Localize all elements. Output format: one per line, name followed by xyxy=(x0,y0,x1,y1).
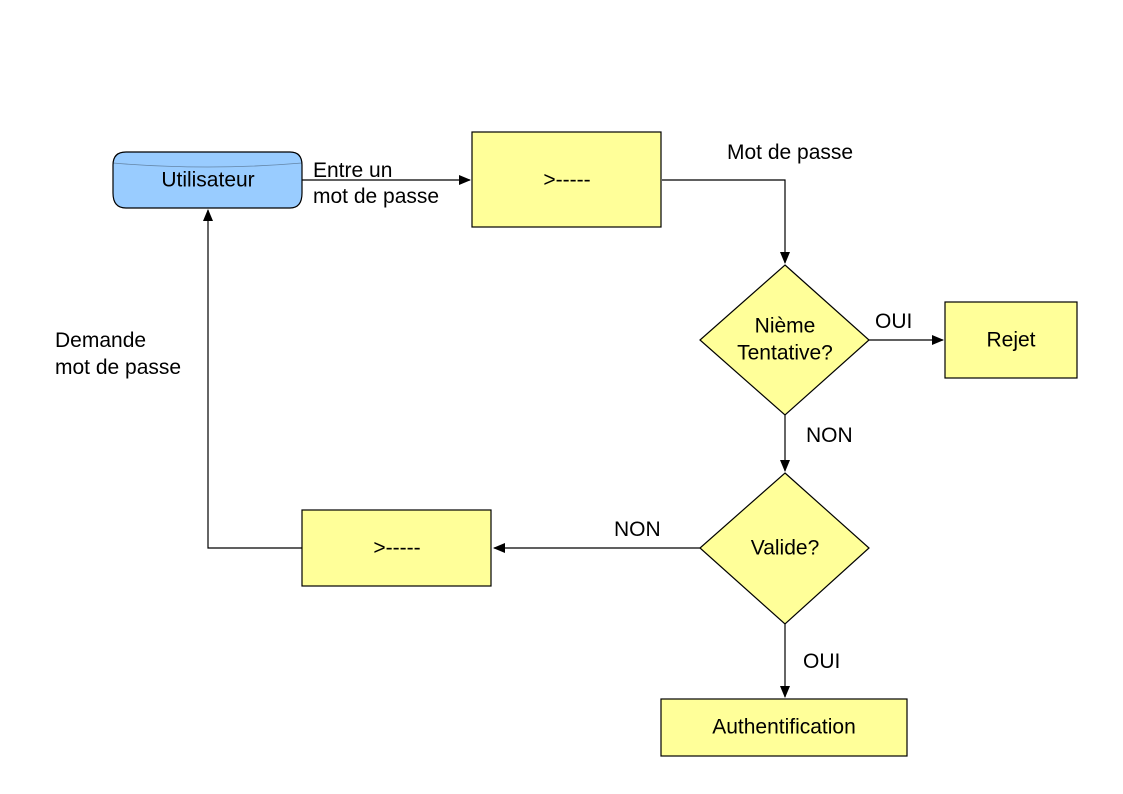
node-prompt-box: >----- xyxy=(301,509,492,587)
user-shape-rim xyxy=(112,162,303,168)
user-shape xyxy=(112,151,303,209)
edge-label-user-to-input-line1: Entre un xyxy=(313,159,392,182)
prompt-box-shape xyxy=(301,509,492,587)
auth-label: Authentification xyxy=(712,716,856,739)
input-box-shape xyxy=(471,131,662,228)
attempt-decision-label-line2: Tentative? xyxy=(737,342,833,365)
node-attempt-decision: Nième Tentative? xyxy=(699,264,870,416)
edge-label-prompt-to-user-line1: Demande xyxy=(55,329,146,352)
reject-label: Rejet xyxy=(986,329,1035,352)
attempt-decision-shape xyxy=(699,264,870,416)
valid-decision-shape xyxy=(699,472,870,625)
edge-label-input-to-attempt: Mot de passe xyxy=(727,141,853,164)
edge-prompt-to-user xyxy=(203,209,302,549)
node-auth: Authentification xyxy=(660,698,908,757)
node-valid-decision: Valide? xyxy=(699,472,870,625)
node-user: Utilisateur xyxy=(112,151,303,209)
edge-label-attempt-to-reject: OUI xyxy=(875,310,912,333)
node-input-box: >----- xyxy=(471,131,662,228)
user-label: Utilisateur xyxy=(161,169,254,192)
edge-label-attempt-to-valid: NON xyxy=(806,424,853,447)
prompt-box-label: >----- xyxy=(373,537,420,560)
node-reject: Rejet xyxy=(944,301,1078,379)
attempt-decision-label-line1: Nième xyxy=(755,315,816,338)
auth-shape xyxy=(660,698,908,757)
input-box-label: >----- xyxy=(543,169,590,192)
edge-input-to-attempt xyxy=(662,179,790,264)
valid-decision-label: Valide? xyxy=(751,537,820,560)
edge-label-valid-to-prompt: NON xyxy=(614,518,661,541)
edge-label-valid-to-auth: OUI xyxy=(803,650,840,673)
reject-shape xyxy=(944,301,1078,379)
edge-label-user-to-input-line2: mot de passe xyxy=(313,185,439,208)
edge-label-prompt-to-user-line2: mot de passe xyxy=(55,356,181,379)
